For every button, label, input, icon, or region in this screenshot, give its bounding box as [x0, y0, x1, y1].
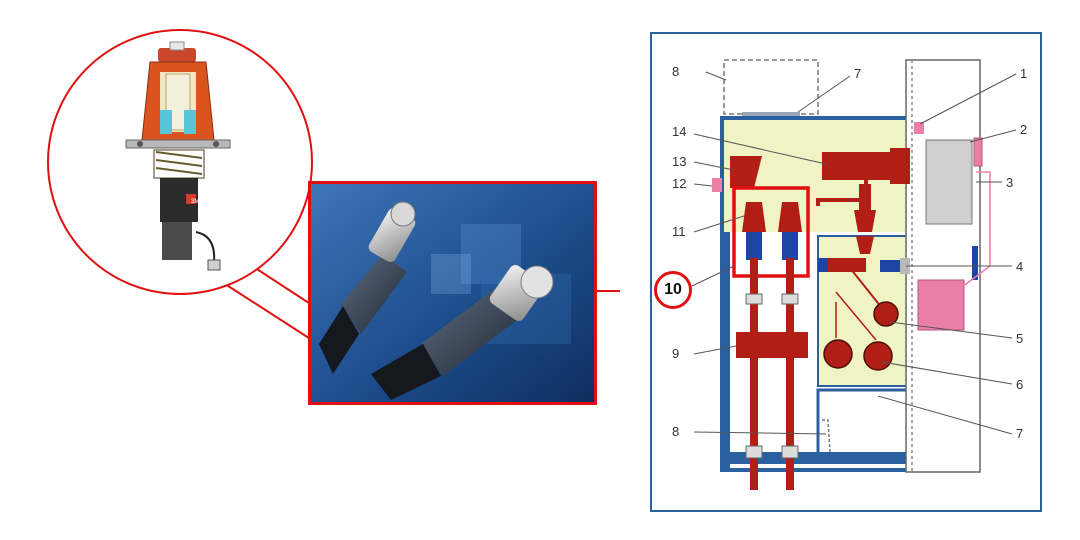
callout-8-bottom: 8	[672, 424, 679, 439]
callout-5: 5	[1016, 331, 1023, 346]
cable-plug-left	[319, 201, 416, 374]
highlight-box-10	[732, 186, 810, 278]
callout-6: 6	[1016, 377, 1023, 392]
connector-logo: 3M	[191, 199, 199, 205]
callout-numbers: 8 7 1 2 3 14 13 12 11 4 5 6 9 8 7	[672, 64, 1027, 441]
badge-10-label: 10	[664, 281, 682, 298]
disconnector	[828, 258, 866, 272]
callout-7-bottom: 7	[1016, 426, 1023, 441]
outgoing-cables	[736, 258, 808, 490]
callout-8-top: 8	[672, 64, 679, 79]
indicator-1	[914, 122, 924, 134]
cable-compartment	[816, 388, 910, 464]
bushing-13	[730, 156, 762, 188]
leader-lines	[693, 71, 1017, 435]
callout-9: 9	[672, 346, 679, 361]
badge-connector	[691, 265, 735, 287]
callout-11: 11	[672, 224, 686, 239]
callout-14: 14	[672, 124, 686, 139]
sensor-12	[712, 178, 722, 192]
callout-2: 2	[1020, 122, 1027, 137]
switchgear-diagram: 8 7 1 2 3 14 13 12 11 4 5 6 9 8 7	[650, 32, 1042, 512]
operating-mechanisms	[823, 267, 899, 371]
cable-plugs-11	[742, 202, 802, 260]
connector-photo	[311, 184, 594, 402]
callout-12: 12	[672, 176, 686, 191]
magnifier-callout: 3M	[47, 29, 620, 341]
handle	[972, 246, 978, 280]
cable-termination-illustration	[125, 41, 231, 271]
callout-4: 4	[1016, 259, 1023, 274]
callout-13: 13	[672, 154, 686, 169]
relay-unit	[925, 139, 973, 225]
magnifier-circle	[47, 29, 313, 295]
callout-1: 1	[1020, 66, 1027, 81]
cable-plug-right	[371, 265, 554, 400]
indicator-lamp	[973, 137, 983, 167]
badge-10: 10	[654, 271, 692, 309]
terminal-block	[917, 279, 965, 331]
callout-tail-lower	[221, 281, 313, 341]
callout-7-top: 7	[854, 66, 861, 81]
top-gasket	[742, 112, 800, 118]
callout-3: 3	[1006, 175, 1013, 190]
connector-photo-frame	[308, 181, 597, 405]
bottom-rail	[722, 452, 910, 464]
left-rail	[722, 232, 730, 470]
current-transformer-9	[736, 332, 808, 358]
